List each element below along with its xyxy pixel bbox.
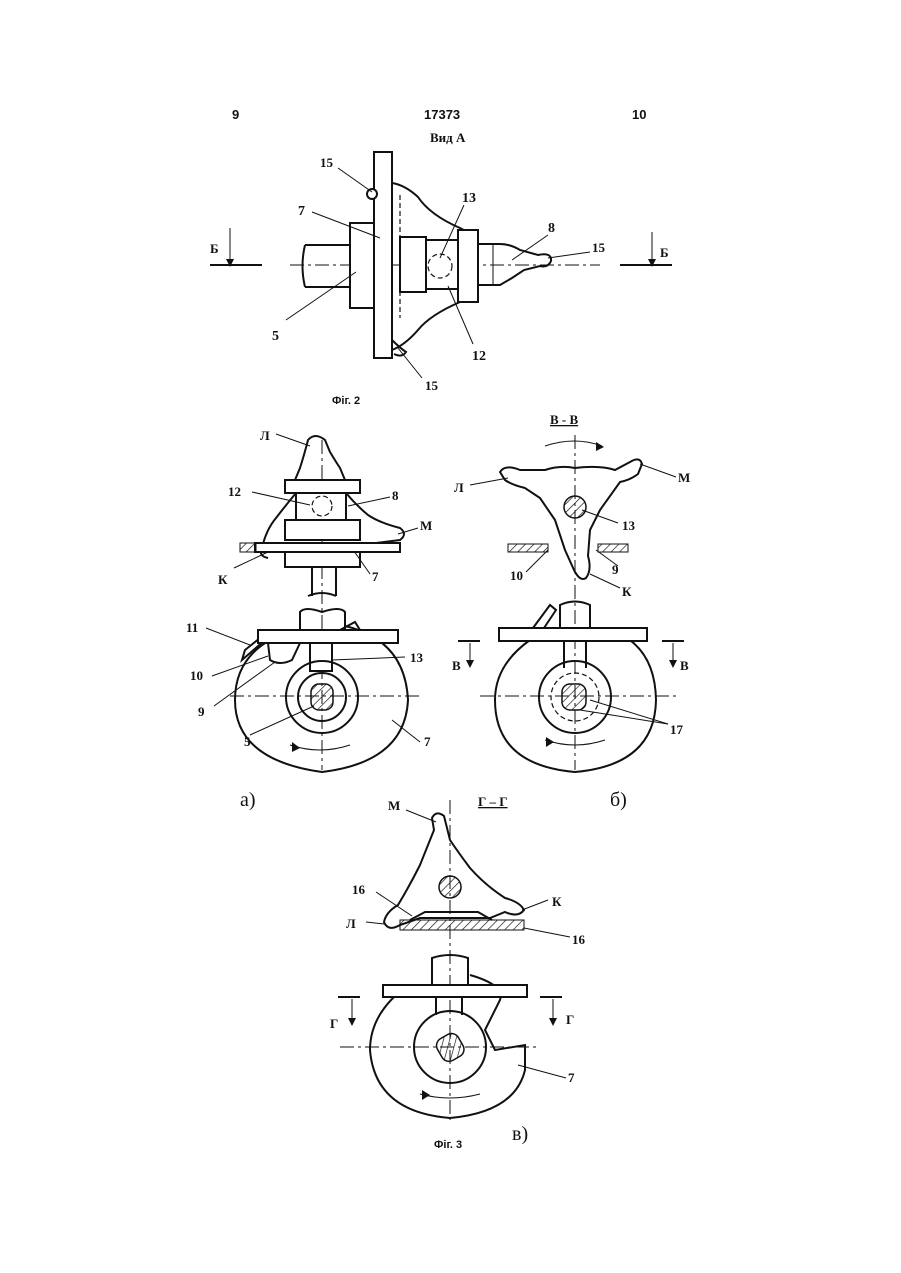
pawl-9-a bbox=[268, 643, 300, 663]
pin-13-a bbox=[310, 643, 332, 671]
part-12 bbox=[426, 240, 460, 289]
hub-middle bbox=[400, 237, 426, 292]
shaft-section-b bbox=[562, 684, 586, 710]
sub-label-c: в) bbox=[512, 1123, 528, 1145]
label-M-a: М bbox=[420, 518, 432, 533]
shaft-section-c bbox=[434, 1031, 467, 1065]
pin-13-b bbox=[564, 496, 586, 518]
hub-right bbox=[458, 230, 478, 302]
cam-section-b bbox=[500, 459, 642, 579]
label-7: 7 bbox=[298, 204, 305, 219]
label-K-a: К bbox=[218, 572, 228, 587]
cam-section-c bbox=[384, 813, 524, 927]
label-11: 11 bbox=[186, 620, 198, 635]
pin-c bbox=[439, 876, 461, 898]
section-mark-b-right: Б bbox=[660, 245, 669, 260]
plate-c bbox=[383, 985, 527, 997]
plate-16 bbox=[400, 920, 524, 930]
label-5: 5 bbox=[272, 329, 279, 344]
figure-2: Вид А Б Б bbox=[210, 130, 672, 407]
label-15-top: 15 bbox=[320, 155, 334, 170]
label-10-a: 10 bbox=[190, 668, 203, 683]
label-13-b: 13 bbox=[622, 518, 636, 533]
figure-3a: Л 12 8 М К 7 1 bbox=[186, 428, 432, 811]
plate-7-a bbox=[255, 543, 400, 552]
sub-label-b: б) bbox=[610, 789, 627, 811]
plate-b bbox=[499, 628, 647, 641]
label-L-b: Л bbox=[454, 480, 464, 495]
label-L-a: Л bbox=[260, 428, 270, 443]
label-7b: 7 bbox=[424, 734, 431, 749]
section-title-g: Г – Г bbox=[478, 794, 508, 809]
label-7a: 7 bbox=[372, 569, 379, 584]
figure-3b: В - В Л М 13 10 9 К bbox=[452, 412, 690, 811]
figure-2-caption: Фіг. 2 bbox=[332, 395, 360, 407]
section-title-v: В - В bbox=[550, 412, 579, 427]
label-5-a: 5 bbox=[244, 734, 251, 749]
label-9-b: 9 bbox=[612, 562, 619, 577]
label-M-c: М bbox=[388, 798, 400, 813]
figure-3-caption: Фіг. 3 bbox=[434, 1139, 462, 1151]
section-mark-g-right: Г bbox=[566, 1012, 574, 1027]
sub-label-a: а) bbox=[240, 789, 256, 811]
shaft-5 bbox=[303, 245, 353, 287]
plate-a bbox=[258, 630, 398, 643]
shaft-section-a bbox=[311, 684, 333, 710]
view-a-title: Вид А bbox=[430, 130, 466, 145]
section-mark-v-right: В bbox=[680, 658, 689, 673]
label-7-c: 7 bbox=[568, 1070, 575, 1085]
label-13: 13 bbox=[462, 191, 476, 206]
label-9-a: 9 bbox=[198, 704, 205, 719]
label-K-c: К bbox=[552, 894, 562, 909]
label-13-a: 13 bbox=[410, 650, 424, 665]
section-mark-b-left: Б bbox=[210, 241, 219, 256]
label-12-a: 12 bbox=[228, 484, 241, 499]
cam-top-arm bbox=[295, 436, 345, 480]
label-16-b: 16 bbox=[572, 932, 586, 947]
section-mark-v-left: В bbox=[452, 658, 461, 673]
label-12: 12 bbox=[472, 349, 486, 364]
section-mark-g-left: Г bbox=[330, 1016, 338, 1031]
label-16-a: 16 bbox=[352, 882, 366, 897]
label-15-bottom: 15 bbox=[425, 378, 439, 393]
label-8: 8 bbox=[548, 221, 555, 236]
figure-3c: Г – Г М 16 К Л 16 bbox=[330, 794, 586, 1151]
disc-7 bbox=[374, 152, 392, 358]
label-8-a: 8 bbox=[392, 488, 399, 503]
hub-left bbox=[350, 223, 376, 308]
label-M-b: М bbox=[678, 470, 690, 485]
label-17: 17 bbox=[670, 722, 684, 737]
label-10-b: 10 bbox=[510, 568, 523, 583]
label-15-right: 15 bbox=[592, 240, 606, 255]
label-K-b: К bbox=[622, 584, 632, 599]
label-L-c: Л bbox=[346, 916, 356, 931]
